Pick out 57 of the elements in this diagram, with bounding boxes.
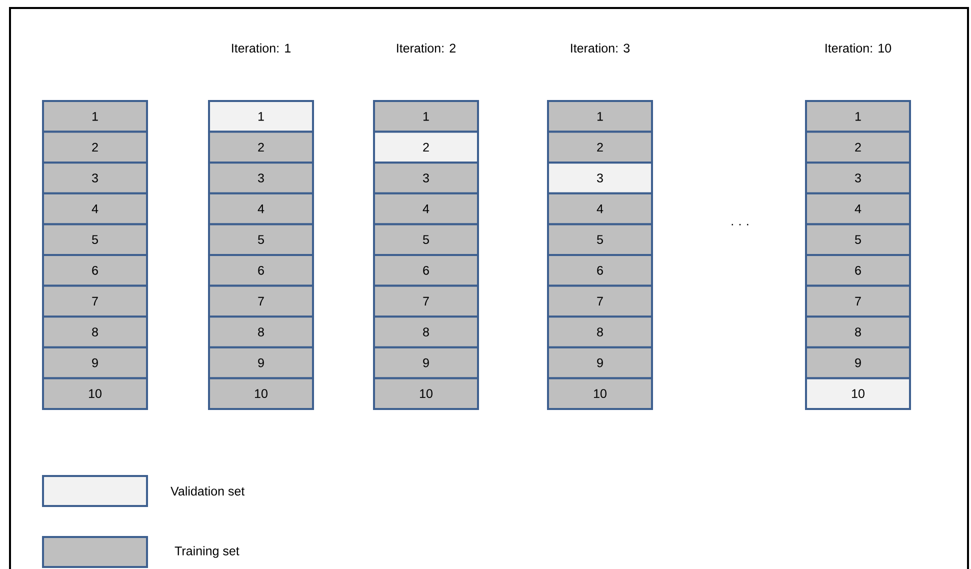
fold-cell: 9 <box>373 346 479 380</box>
fold-cell: 3 <box>373 162 479 194</box>
iteration-title: Iteration: 2 <box>397 43 456 53</box>
iteration-title: Iteration: 3 <box>571 43 630 53</box>
ellipsis: · · · <box>732 224 748 226</box>
fold-cell: 1 <box>547 100 653 133</box>
fold-cell: 3 <box>805 162 911 194</box>
fold-cell: 8 <box>208 316 314 348</box>
fold-cell: 4 <box>42 192 148 226</box>
fold-cell: 3 <box>208 162 314 194</box>
fold-cell: 2 <box>208 130 314 164</box>
fold-cell: 10 <box>42 377 148 410</box>
fold-cell: 6 <box>208 254 314 287</box>
iteration-title: Iteration: 10 <box>826 43 892 53</box>
fold-cell: 9 <box>42 346 148 380</box>
fold-cell: 4 <box>208 192 314 226</box>
fold-cell: 10 <box>208 377 314 410</box>
fold-cell: 5 <box>373 223 479 256</box>
fold-cell: 2 <box>547 130 653 164</box>
fold-cell: 6 <box>373 254 479 287</box>
fold-cell: 7 <box>373 284 479 318</box>
fold-cell: 7 <box>208 284 314 318</box>
fold-cell: 10 <box>805 377 911 410</box>
fold-cell: 6 <box>42 254 148 287</box>
fold-cell: 9 <box>208 346 314 380</box>
fold-cell: 1 <box>373 100 479 133</box>
fold-cell: 5 <box>42 223 148 256</box>
fold-cell: 5 <box>208 223 314 256</box>
fold-cell: 1 <box>42 100 148 133</box>
fold-cell: 8 <box>547 316 653 348</box>
fold-cell: 5 <box>805 223 911 256</box>
fold-cell: 1 <box>208 100 314 133</box>
legend-label: Validation set <box>170 486 245 496</box>
fold-cell: 6 <box>547 254 653 287</box>
fold-cell: 7 <box>42 284 148 318</box>
legend-label: Training set <box>174 546 240 558</box>
fold-cell: 10 <box>373 377 479 410</box>
fold-cell: 3 <box>42 162 148 194</box>
fold-cell: 3 <box>547 162 653 194</box>
fold-cell: 2 <box>42 130 148 164</box>
fold-cell: 1 <box>805 100 911 133</box>
fold-cell: 5 <box>547 223 653 256</box>
fold-cell: 8 <box>805 316 911 348</box>
fold-cell: 10 <box>547 377 653 410</box>
fold-cell: 7 <box>547 284 653 318</box>
fold-cell: 4 <box>547 192 653 226</box>
fold-cell: 7 <box>805 284 911 318</box>
fold-cell: 4 <box>373 192 479 226</box>
fold-cell: 2 <box>373 130 479 164</box>
fold-cell: 9 <box>805 346 911 380</box>
fold-cell: 9 <box>547 346 653 380</box>
iteration-title: Iteration: 1 <box>232 43 290 53</box>
fold-cell: 2 <box>805 130 911 164</box>
fold-cell: 4 <box>805 192 911 226</box>
fold-cell: 8 <box>42 316 148 348</box>
fold-cell: 6 <box>805 254 911 287</box>
fold-cell: 8 <box>373 316 479 348</box>
